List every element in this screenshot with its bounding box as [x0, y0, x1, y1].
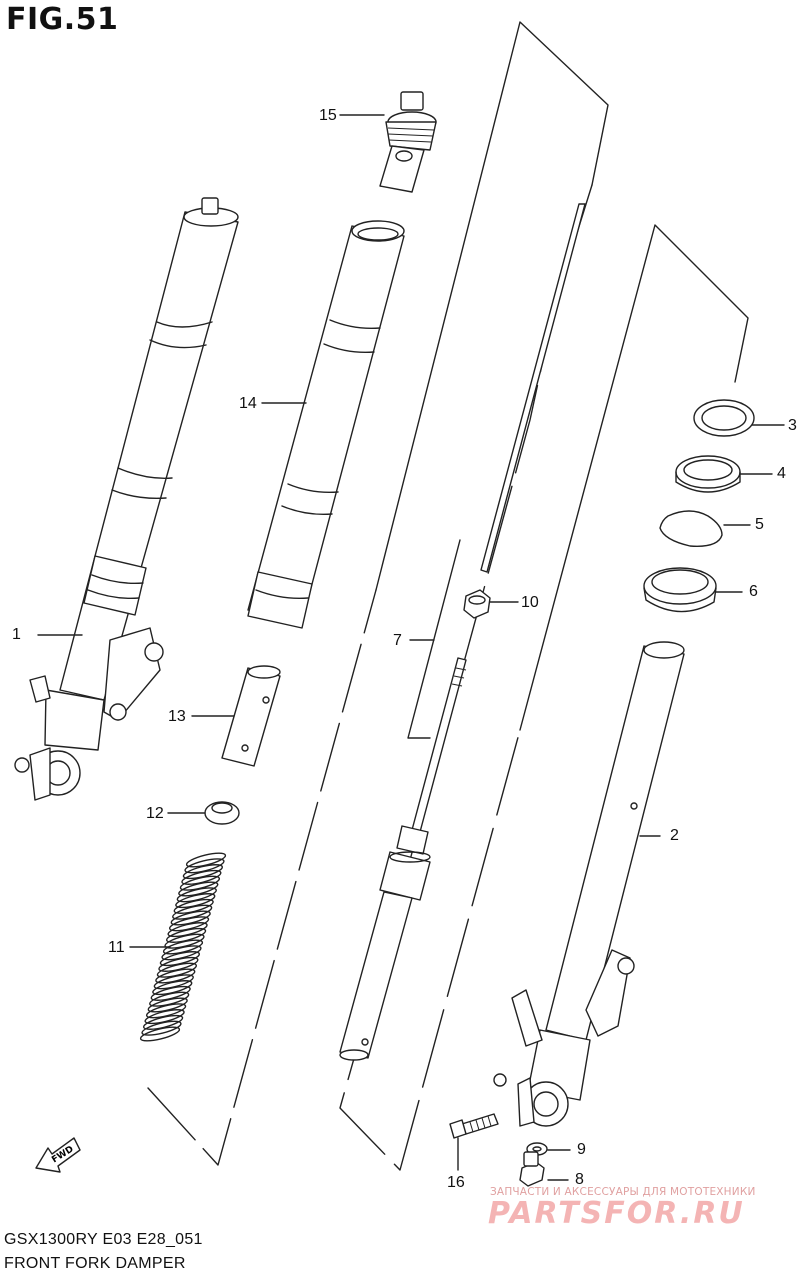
section-name: FRONT FORK DAMPER	[4, 1255, 186, 1272]
spring-coil	[168, 916, 210, 932]
callout-14: 14	[239, 395, 257, 412]
part-15-cap-bolt	[379, 91, 437, 193]
spring-coil	[184, 858, 225, 874]
callout-5: 5	[755, 516, 764, 533]
spring-coil	[175, 893, 216, 909]
spring-coil	[173, 898, 214, 914]
callout-1: 1	[12, 626, 21, 643]
spring-coil	[150, 985, 191, 1001]
part-12-seat	[204, 801, 240, 825]
spring-coil	[145, 1003, 187, 1019]
spring-coil	[152, 980, 193, 996]
spring-coil	[181, 869, 222, 885]
callout-2: 2	[670, 827, 679, 844]
fwd-direction-marker: FWD	[35, 1137, 81, 1173]
callout-4: 4	[777, 465, 786, 482]
spring-coil	[147, 997, 188, 1013]
spring-coil	[162, 939, 204, 955]
figure-title: FIG.51	[6, 2, 119, 37]
spring-coil	[149, 991, 190, 1007]
callout-3: 3	[788, 417, 797, 434]
callout-12: 12	[146, 805, 164, 822]
part-1-fork-assembly-left	[14, 197, 239, 801]
watermark-tagline: ЗАПЧАСТИ И АКСЕССУАРЫ ДЛЯ МОТОТЕХНИКИ	[490, 1186, 756, 1198]
callout-6: 6	[749, 583, 758, 600]
spring-coil	[159, 951, 201, 967]
callout-10: 10	[521, 594, 539, 611]
spring-coil	[185, 852, 227, 868]
part-7-damper-rod	[339, 203, 586, 1061]
watermark-logo: PARTSFOR.RU	[488, 1196, 745, 1231]
spring-coil	[178, 881, 219, 897]
spring-coil	[161, 945, 202, 961]
spring-coil	[142, 1014, 184, 1030]
leader-lines	[37, 114, 785, 1181]
part-3-ring	[693, 399, 755, 437]
spring-coil	[158, 956, 199, 972]
spring-coil	[164, 933, 205, 949]
part-13-spacer	[221, 665, 281, 767]
spring-coil	[153, 974, 194, 990]
spring-coil	[170, 910, 211, 926]
spring-coil	[141, 1020, 182, 1036]
spring-coil	[182, 864, 224, 880]
callout-15: 15	[319, 107, 337, 124]
spring-coil	[179, 875, 221, 891]
part-14-outer-tube	[247, 220, 405, 629]
part-6-dust-seal	[643, 567, 717, 613]
part-16-axle-bolt	[449, 1113, 499, 1139]
spring-coil	[167, 922, 208, 938]
spring-coil	[172, 904, 213, 920]
callout-11: 11	[108, 939, 125, 956]
callout-16: 16	[447, 1174, 465, 1191]
part-2-inner-tube-right	[493, 641, 685, 1127]
spring-coil	[156, 962, 198, 978]
spring-coil	[139, 1026, 181, 1042]
spring-coil	[176, 887, 217, 903]
callout-9: 9	[577, 1141, 586, 1158]
part-10-nut	[463, 589, 491, 619]
callout-8: 8	[575, 1171, 584, 1188]
part-5-circlip	[659, 510, 723, 547]
spring-coil	[165, 927, 207, 943]
spring-coil	[155, 968, 196, 984]
part-8-bolt	[519, 1151, 545, 1187]
model-code: GSX1300RY E03 E28_051	[4, 1231, 203, 1248]
spring-coil	[144, 1009, 185, 1025]
callout-13: 13	[168, 708, 186, 725]
part-11-spring	[139, 852, 227, 1042]
callout-7: 7	[393, 632, 402, 649]
part-4-oil-seal	[675, 455, 741, 493]
